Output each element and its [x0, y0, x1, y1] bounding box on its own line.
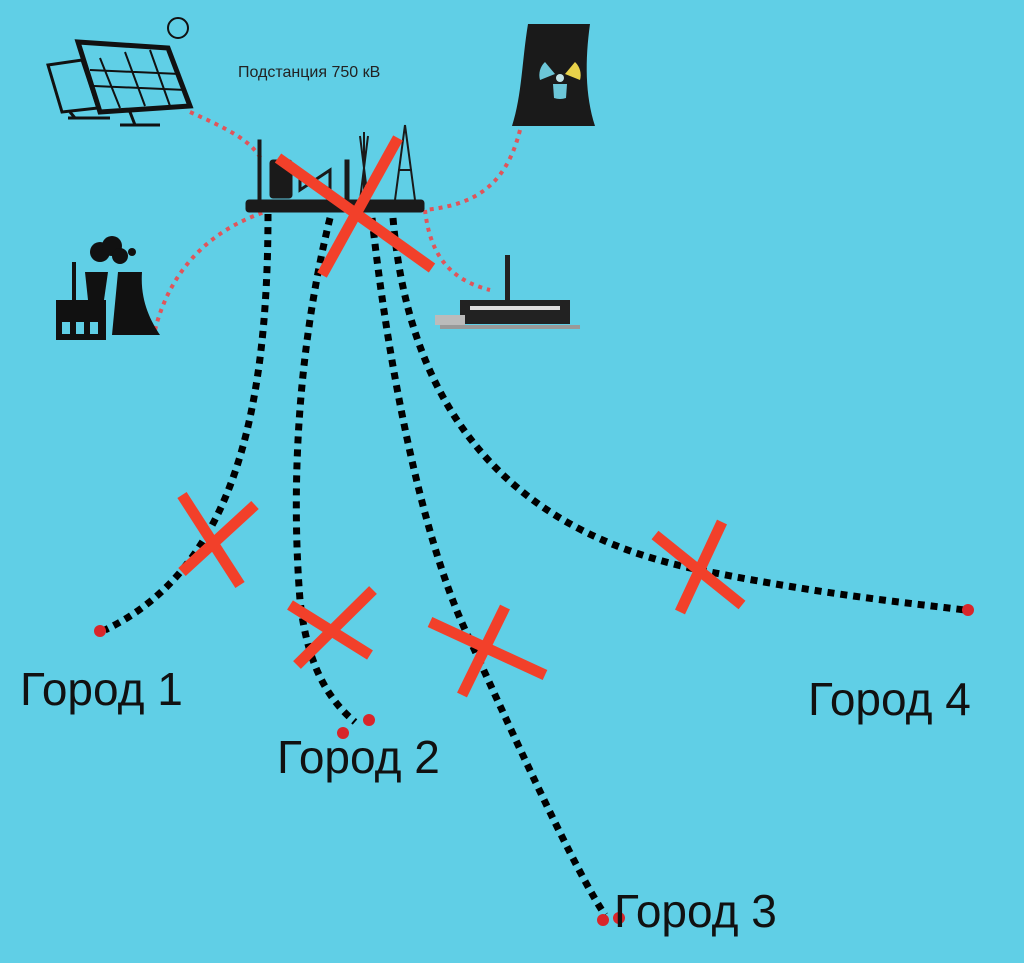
line-to-city-2 [292, 217, 358, 725]
line-to-city-4 [389, 217, 966, 614]
city-1-label: Город 1 [20, 663, 183, 715]
line-to-city-1 [103, 213, 272, 634]
line-3-failure-cross-icon [427, 604, 548, 698]
city-4-label: Город 4 [808, 673, 971, 725]
thermal-supply-line [153, 210, 266, 331]
line-2-failure-cross-icon [287, 586, 377, 669]
city-2-dot [337, 727, 349, 739]
nuclear-plant-icon [512, 24, 595, 126]
nuclear-supply-line [424, 129, 522, 212]
line-1-failure-cross-icon [177, 492, 259, 588]
city-4-dot [962, 604, 974, 616]
solar-panel-icon [46, 17, 194, 127]
substation-label: Подстанция 750 кВ [238, 64, 381, 81]
line-4-failure-cross-icon [651, 519, 746, 615]
city-3-dot [597, 914, 609, 926]
city-3-dot [613, 912, 625, 924]
factory-supply-line [423, 209, 491, 292]
city-1-dot [94, 625, 106, 637]
solar-supply-line [189, 110, 264, 162]
factory-icon [435, 255, 580, 329]
city-2-dot [363, 714, 375, 726]
substation-failure-cross-icon [274, 135, 436, 278]
thermal-plant-icon [56, 236, 160, 340]
city-2-label: Город 2 [277, 731, 440, 783]
city-3-label: Город 3 [614, 885, 777, 937]
